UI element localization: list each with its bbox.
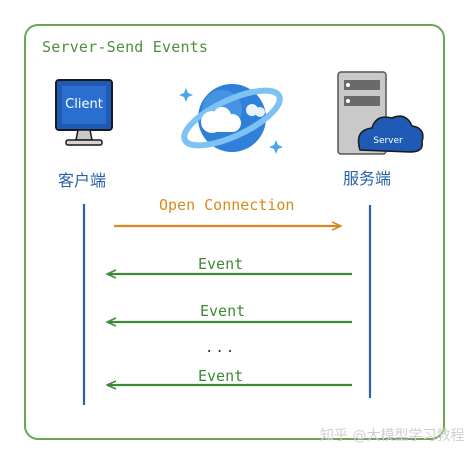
cloud-planet-icon	[181, 84, 283, 152]
server-icon: Server	[337, 71, 424, 155]
client-label: 客户端	[58, 171, 107, 190]
ellipsis: ...	[205, 340, 237, 356]
open-connection-label: Open Connection	[159, 196, 295, 214]
diagram-title: Server-Send Events	[42, 38, 209, 56]
client-computer-icon: Client	[55, 79, 113, 146]
watermark: 知乎 @大模型学习教程	[320, 428, 465, 444]
sparkle-icon	[179, 88, 283, 154]
server-label: 服务端	[343, 169, 392, 188]
client-screen-text: Client	[65, 97, 103, 112]
event-label-3: Event	[198, 367, 244, 385]
event-label-2: Event	[200, 302, 246, 320]
server-cloud-text: Server	[373, 136, 403, 146]
event-label-1: Event	[198, 255, 244, 273]
